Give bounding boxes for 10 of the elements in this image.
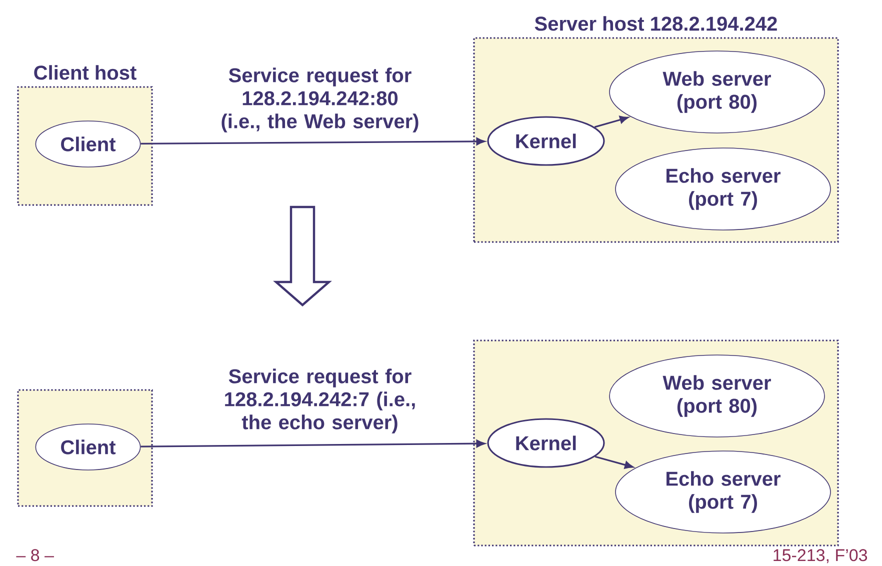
arrow xyxy=(140,138,485,146)
course-code: 15-213, F’03 xyxy=(774,549,868,564)
edge-label: Service request for 128.2.194.242:7 (i.e., the echo server) xyxy=(203,368,437,434)
arrow xyxy=(140,440,485,448)
page-number: – 8 – xyxy=(16,549,54,562)
arrow xyxy=(594,456,634,469)
host-heading: Server host 128.2.194.242 xyxy=(534,16,777,31)
host-heading: Client host xyxy=(34,65,136,80)
arrow xyxy=(594,116,628,128)
edge-label: Service request for 128.2.194.242:80 (i.e., the Web server) xyxy=(203,66,437,134)
